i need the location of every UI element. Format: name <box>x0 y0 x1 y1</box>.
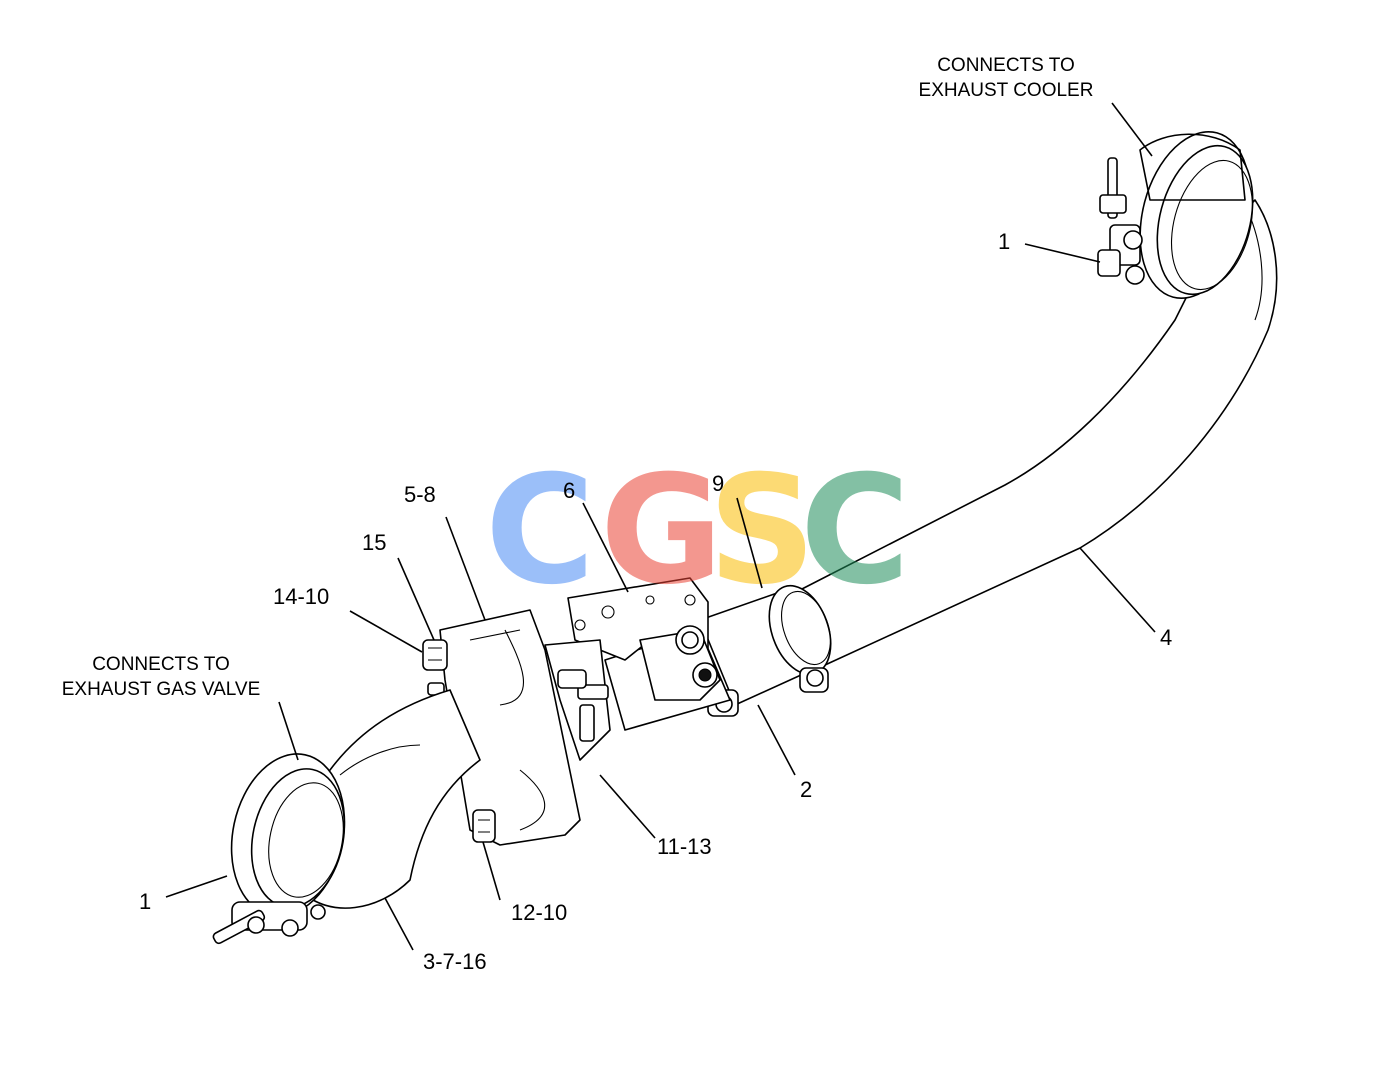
watermark-letter-g: G <box>600 444 723 618</box>
flange-block <box>439 609 611 846</box>
watermark-letter-s: S <box>708 444 816 618</box>
callout-stud-11: 11-13 <box>657 834 712 859</box>
note-exhaust-gas-valve: CONNECTS TO EXHAUST GAS VALVE <box>62 654 261 700</box>
callout-bolt-12: 12-10 <box>511 900 567 925</box>
leader-lines <box>165 102 1156 951</box>
watermark: C G S C <box>485 444 910 618</box>
callout-adapter: 2 <box>800 777 812 802</box>
callout-bracket: 6 <box>563 478 575 503</box>
top-clamp <box>1097 131 1254 299</box>
callout-bottom-clamp: 1 <box>139 889 151 914</box>
bolt-15 <box>422 639 448 696</box>
bottom-clamp <box>212 753 346 945</box>
callout-flange: 5-8 <box>404 482 436 507</box>
note-exhaust-cooler: CONNECTS TO EXHAUST COOLER <box>919 55 1094 101</box>
callout-elbow: 3-7-16 <box>423 949 487 974</box>
note-top-line2: EXHAUST COOLER <box>919 80 1094 101</box>
callout-seal: 9 <box>712 471 724 496</box>
watermark-letter-c1: C <box>485 444 595 618</box>
note-left-line1: CONNECTS TO <box>92 654 230 675</box>
bracket <box>567 577 721 701</box>
callout-top-clamp: 1 <box>998 229 1010 254</box>
callout-labels: 1 4 2 9 6 5-8 15 14-10 1 3-7-16 12-10 11… <box>139 229 1172 974</box>
note-left-line2: EXHAUST GAS VALVE <box>62 679 261 700</box>
callout-long-pipe: 4 <box>1160 625 1172 650</box>
callout-bolt-15: 15 <box>362 530 386 555</box>
bolt-12 <box>472 809 496 843</box>
note-top-line1: CONNECTS TO <box>937 55 1075 76</box>
watermark-letter-c2: C <box>800 444 910 618</box>
callout-bolt-14: 14-10 <box>273 584 329 609</box>
